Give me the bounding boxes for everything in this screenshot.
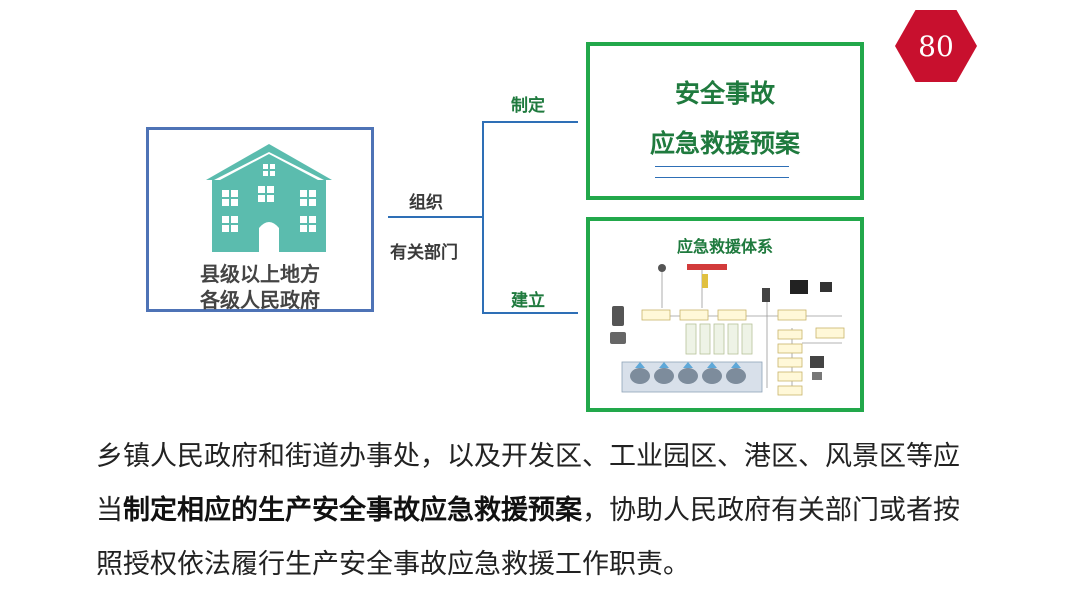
plan-title-line2: 应急救援预案 xyxy=(649,129,800,158)
plan-underline-1 xyxy=(655,166,789,167)
government-label-line2: 各级人民政府 xyxy=(200,288,320,312)
paragraph-bold-text: 制定相应的生产安全事故应急救援预案 xyxy=(123,495,582,526)
formulate-label: 制定 xyxy=(511,96,545,116)
description-paragraph: 乡镇人民政府和街道办事处，以及开发区、工业园区、港区、风景区等应当制定相应的生产… xyxy=(96,430,976,592)
rescue-system-diagram xyxy=(610,264,845,396)
alarm-bar xyxy=(687,264,727,270)
connector-vertical xyxy=(482,121,484,314)
plan-underline-2 xyxy=(655,177,789,178)
emergency-plan-box xyxy=(586,42,864,200)
related-departments-label: 有关部门 xyxy=(390,243,458,263)
establish-label: 建立 xyxy=(511,291,545,311)
connector-horizontal-left xyxy=(388,216,484,218)
government-label-line1: 县级以上地方 xyxy=(200,262,320,286)
page-number-badge: 80 xyxy=(895,10,977,82)
organize-label: 组织 xyxy=(409,193,443,213)
paragraph-text-2: ，协助人民政府有关部门或者按照授权依法履行生产安全事故应急救援工作职责。 xyxy=(96,495,960,580)
plan-title-line1: 安全事故 xyxy=(674,79,775,108)
paragraph-text-1: 乡镇人民政府和街道办事处，以及开发区、工业园区、港区、风景区等应当 xyxy=(96,441,960,526)
building-icon xyxy=(206,144,332,252)
system-title: 应急救援体系 xyxy=(676,237,773,256)
connector-bottom-branch xyxy=(482,312,578,314)
emergency-system-box xyxy=(586,217,864,412)
connector-top-branch xyxy=(482,121,578,123)
government-box xyxy=(146,127,374,312)
page-number: 80 xyxy=(918,29,954,63)
